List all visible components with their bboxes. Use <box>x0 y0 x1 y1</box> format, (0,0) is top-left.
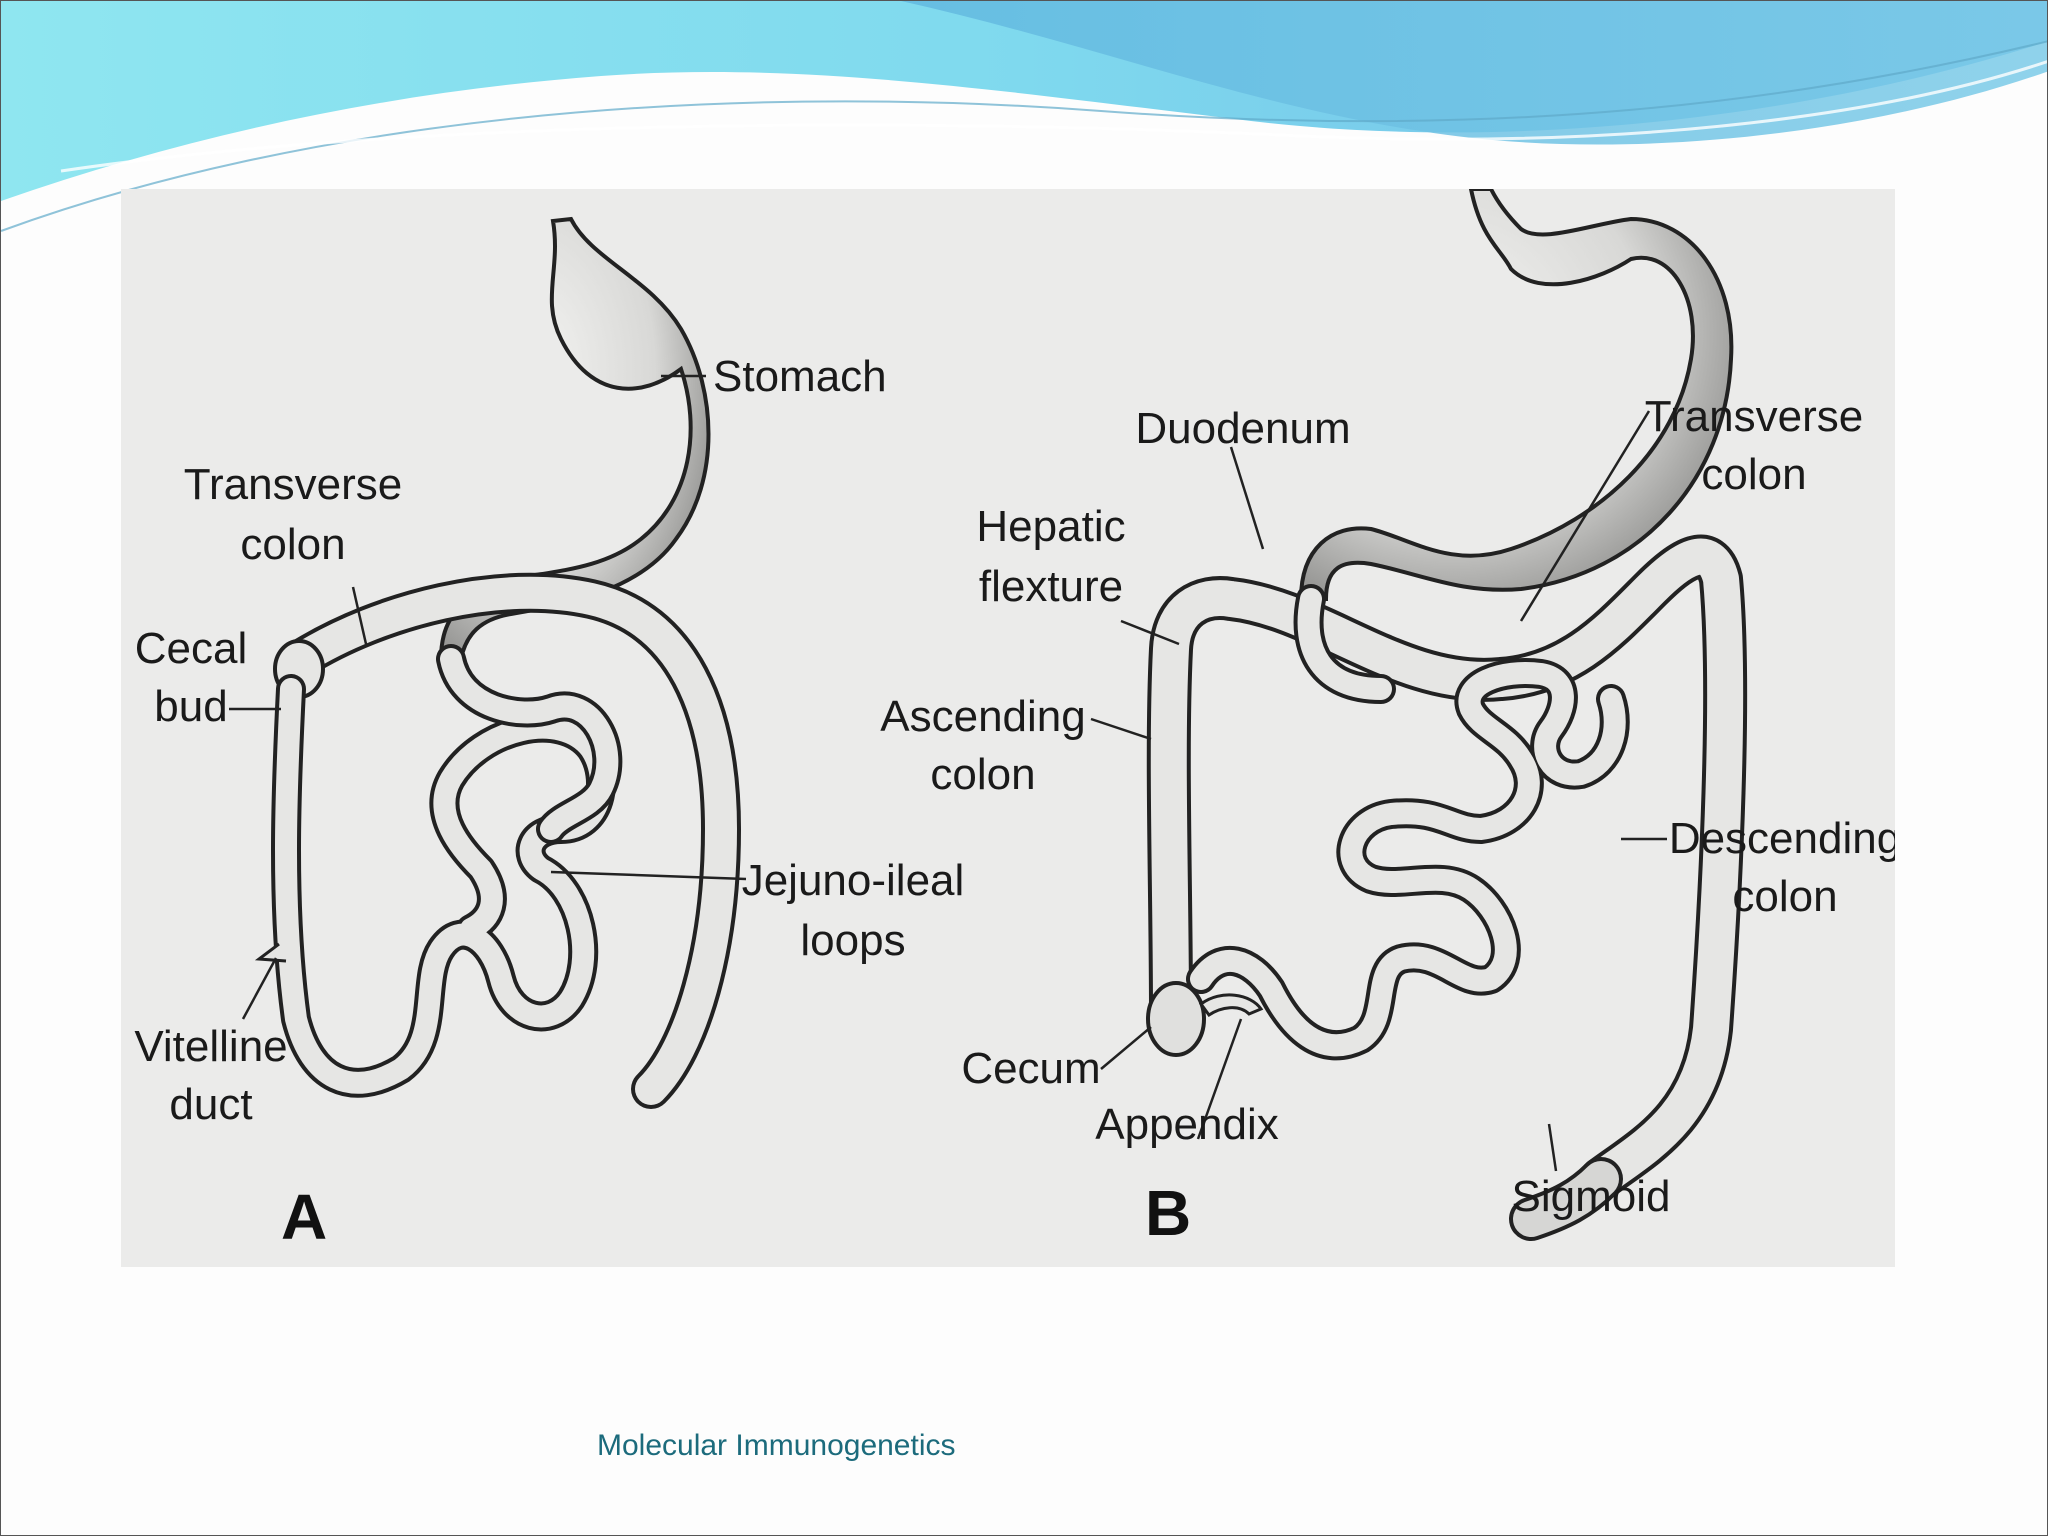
panel-a-letter: A <box>281 1181 327 1253</box>
panel-b-drawing <box>1090 189 1748 1241</box>
midgut-rotation-diagram: Stomach Transverse colon Cecal bud Jejun… <box>134 189 1895 1253</box>
footer-text: Molecular Immunogenetics <box>597 1429 956 1462</box>
label-transverse-colon-b-line2: colon <box>1701 450 1806 499</box>
label-transverse-colon-b-line1: Transverse <box>1645 392 1863 441</box>
label-jejuno-ileal-line2: loops <box>800 916 905 965</box>
label-hepatic-flexture-line1: Hepatic <box>976 502 1125 551</box>
label-stomach: Stomach <box>713 352 887 401</box>
label-transverse-colon-a-line2: colon <box>240 520 345 569</box>
label-cecal-bud-line1: Cecal <box>135 624 248 673</box>
cecum-shape <box>1146 981 1206 1057</box>
appendix-shape <box>1198 993 1264 1018</box>
label-vitelline-duct-line1: Vitelline <box>134 1022 287 1071</box>
label-transverse-colon-a-line1: Transverse <box>184 460 402 509</box>
label-ascending-colon-line2: colon <box>930 750 1035 799</box>
label-appendix: Appendix <box>1095 1100 1278 1149</box>
label-duodenum: Duodenum <box>1135 404 1350 453</box>
label-descending-colon-line2: colon <box>1732 872 1837 921</box>
embryology-figure: Stomach Transverse colon Cecal bud Jejun… <box>121 189 1895 1267</box>
label-cecum: Cecum <box>961 1044 1100 1093</box>
label-sigmoid: Sigmoid <box>1512 1172 1671 1221</box>
label-descending-colon-line1: Descending <box>1669 814 1895 863</box>
label-vitelline-duct-line2: duct <box>169 1080 252 1129</box>
label-ascending-colon-line1: Ascending <box>880 692 1085 741</box>
label-cecal-bud-line2: bud <box>154 682 227 731</box>
label-jejuno-ileal-line1: Jejuno-ileal <box>742 856 965 905</box>
label-hepatic-flexture-line2: flexture <box>979 562 1123 611</box>
vitelline-duct-shape <box>254 942 287 963</box>
header-wave-banner <box>1 1 2047 232</box>
panel-b-letter: B <box>1145 1177 1191 1249</box>
panel-a-drawing <box>229 216 747 1109</box>
